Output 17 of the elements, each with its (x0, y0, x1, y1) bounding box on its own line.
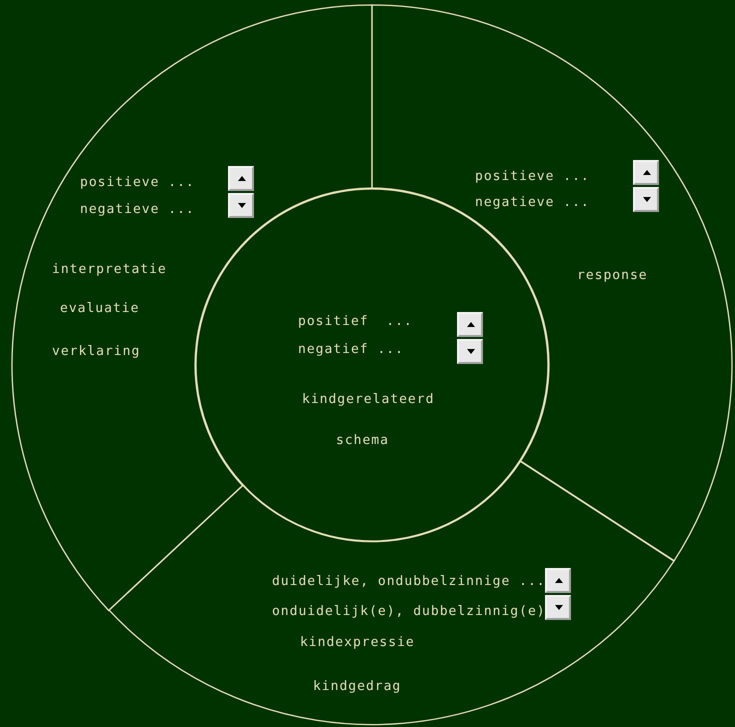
option-text: negatieve ... (475, 195, 590, 211)
option-text: positieve ... (80, 175, 195, 191)
category-label: verklaring (52, 344, 140, 360)
category-label: kindexpressie (300, 634, 415, 651)
option-text: positief ... (298, 314, 413, 330)
category-label: kindgerelateerd (302, 392, 434, 408)
category-label: kindgedrag (312, 678, 402, 695)
option-text: negatief ... (298, 342, 404, 358)
option-text: duidelijke, ondubbelzinnige ... (272, 574, 546, 590)
option-text: positieve ... (475, 169, 590, 185)
category-label: interpretatie (52, 262, 167, 278)
category-label: schema (336, 433, 389, 449)
option-text: onduidelijk(e), dubbelzinnig(e) (272, 604, 546, 620)
option-text: negatieve ... (80, 202, 195, 218)
category-label: evaluatie (60, 301, 140, 317)
ring-sector (108, 461, 674, 725)
category-label: response (577, 268, 648, 284)
